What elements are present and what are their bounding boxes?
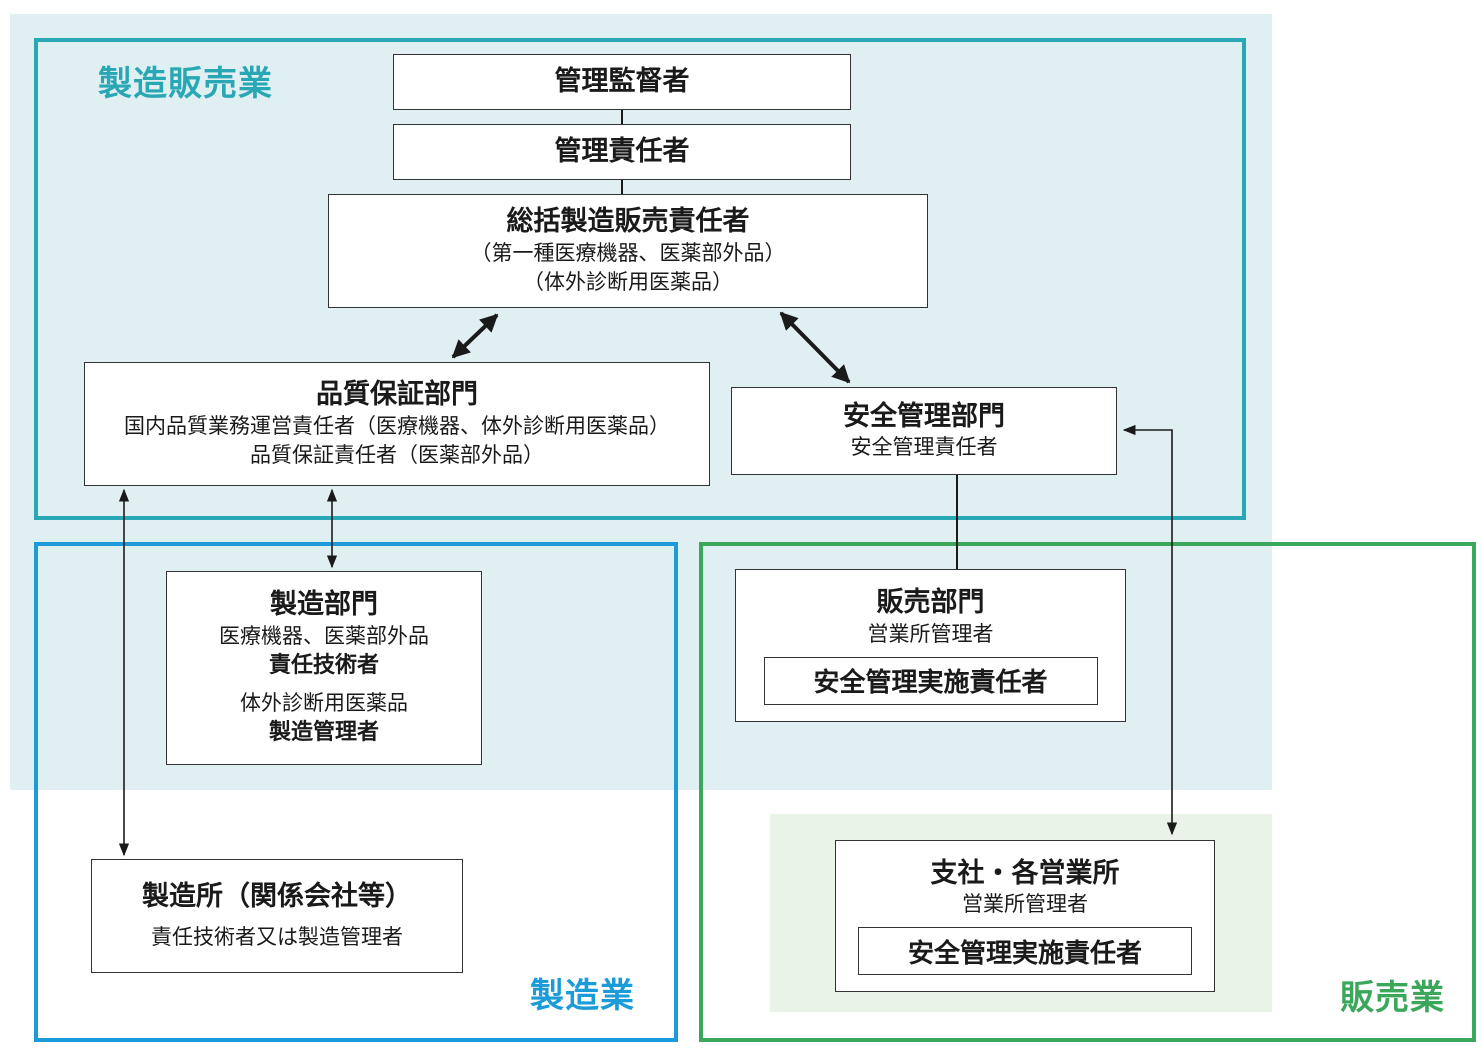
general-manager-box: 総括製造販売責任者 （第一種医療機器、医薬部外品） （体外診断用医薬品）	[328, 194, 928, 308]
sales-label: 販売業	[1340, 978, 1445, 1018]
quality-assurance-title: 品質保証部門	[316, 379, 478, 411]
manager-title: 管理責任者	[554, 136, 690, 168]
safety-management-title: 安全管理部門	[843, 400, 1005, 432]
manager-box: 管理責任者	[393, 124, 851, 180]
general-manager-title: 総括製造販売責任者	[506, 206, 750, 238]
manufacturing-dept-role-1: 責任技術者	[268, 652, 379, 678]
safety-branches-arrow	[1122, 424, 1178, 836]
manufacturing-label: 製造業	[530, 976, 635, 1016]
supervisor-title: 管理監督者	[554, 66, 690, 98]
factory-title: 製造所（関係会社等）	[142, 880, 412, 912]
branches-box: 支社・各営業所 営業所管理者 安全管理実施責任者	[835, 840, 1215, 992]
general-manager-scope-1: （第一種医療機器、医薬部外品）	[470, 240, 786, 265]
manufacturing-dept-scope-1: 医療機器、医薬部外品	[219, 623, 429, 648]
manufacturing-dept-role-2: 製造管理者	[268, 719, 379, 745]
quality-assurance-role-1: 国内品質業務運営責任者（医療機器、体外診断用医薬品）	[124, 413, 670, 438]
sales-dept-box: 販売部門 営業所管理者 安全管理実施責任者	[735, 569, 1126, 722]
manufacturing-frame	[34, 542, 678, 1042]
supervisor-box: 管理監督者	[393, 54, 851, 110]
sales-frame	[699, 542, 1476, 1042]
safety-management-role: 安全管理責任者	[850, 435, 998, 460]
general-safety-arrow	[779, 311, 851, 384]
manufacturing-sales-label: 製造販売業	[98, 64, 273, 104]
factory-role: 責任技術者又は製造管理者	[151, 925, 403, 950]
sales-dept-role: 営業所管理者	[867, 621, 994, 646]
factory-box: 製造所（関係会社等） 責任技術者又は製造管理者	[91, 859, 463, 973]
safety-management-box: 安全管理部門 安全管理責任者	[731, 387, 1117, 475]
general-quality-arrow	[451, 313, 499, 359]
quality-assurance-role-2: 品質保証責任者（医薬部外品）	[250, 442, 544, 467]
branches-safety-officer: 安全管理実施責任者	[858, 927, 1192, 976]
manufacturing-dept-box: 製造部門 医療機器、医薬部外品 責任技術者 体外診断用医薬品 製造管理者	[166, 571, 482, 765]
general-manager-scope-2: （体外診断用医薬品）	[523, 269, 733, 294]
manufacturing-dept-scope-2: 体外診断用医薬品	[240, 690, 408, 715]
sales-dept-safety-officer: 安全管理実施責任者	[763, 656, 1098, 705]
branches-title: 支社・各営業所	[930, 857, 1120, 889]
sales-dept-title: 販売部門	[876, 587, 985, 619]
manufacturing-sales-frame	[34, 38, 1246, 520]
branches-role: 営業所管理者	[962, 892, 1088, 917]
manufacturing-dept-title: 製造部門	[270, 588, 378, 620]
quality-assurance-box: 品質保証部門 国内品質業務運営責任者（医療機器、体外診断用医薬品） 品質保証責任…	[84, 362, 710, 486]
